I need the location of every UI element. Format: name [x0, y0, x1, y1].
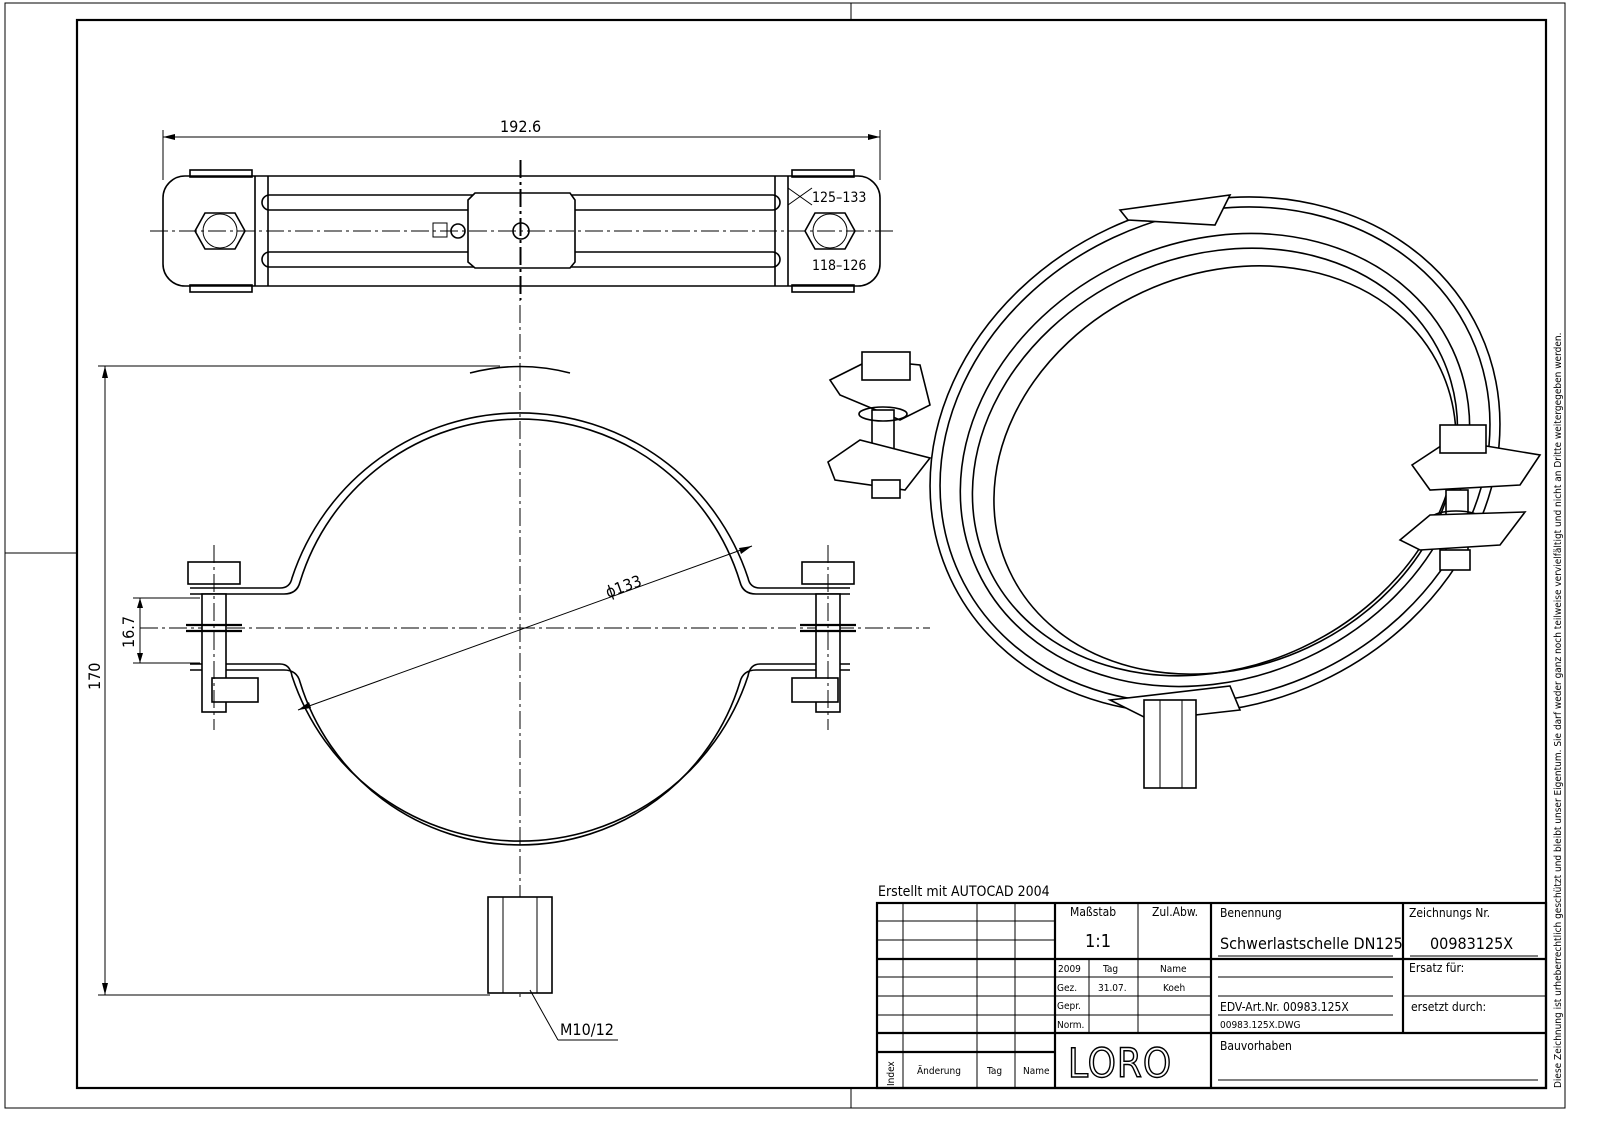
file-name: 00983.125X.DWG: [1220, 1020, 1300, 1031]
clamp-range-min: 118–126: [812, 258, 866, 274]
name-label: Name: [1160, 964, 1187, 975]
iso-bolt-right: [1398, 424, 1542, 571]
dimension-thread: M10/12: [560, 1020, 614, 1039]
isometric-view: [827, 194, 1542, 789]
designation-value: Schwerlastschelle DN125: [1220, 934, 1403, 953]
drawn-date: 31.07.: [1098, 983, 1127, 994]
outer-frame: [4, 2, 1566, 1109]
bolt-right: [791, 545, 856, 730]
lower-band-outer: [190, 663, 850, 842]
drawn-label: Gez.: [1057, 983, 1077, 994]
replaced-by-label: ersetzt durch:: [1411, 1000, 1486, 1014]
front-view: 170 16.7 ϕ133 M10/12: [85, 160, 930, 1041]
article-no: EDV-Art.Nr. 00983.125X: [1220, 1000, 1349, 1014]
created-with: Erstellt mit AUTOCAD 2004: [878, 884, 1050, 900]
rev-index-label: Index: [886, 1061, 897, 1086]
tolerance-label: Zul.Abw.: [1152, 905, 1198, 919]
top-view: 192.6 125–133 118–126: [150, 117, 895, 300]
copyright-notice: Diese Zeichnung ist urheberrechtlich ges…: [1553, 333, 1564, 1088]
dimension-bolt-offset: 16.7: [119, 616, 138, 648]
iso-bolt-left: [827, 351, 932, 499]
upper-band-outer: [190, 412, 850, 589]
drawing-no-value: 00983125X: [1430, 934, 1513, 953]
drawing-border: [75, 18, 1548, 1090]
dimension-diameter: ϕ133: [603, 571, 644, 601]
scale-label: Maßstab: [1070, 905, 1116, 919]
title-block: Maßstab 1:1 Zul.Abw. Benennung Schwerlas…: [875, 901, 1548, 1090]
designation-label: Benennung: [1220, 906, 1282, 920]
clamp-range-max: 125–133: [812, 190, 866, 206]
loro-logo: LORO: [1068, 1041, 1172, 1087]
rev-day-label: Tag: [986, 1066, 1002, 1077]
connection-nut: [487, 896, 553, 994]
drawn-name: Koeh: [1163, 983, 1185, 994]
day-label: Tag: [1102, 964, 1118, 975]
dimension-height: 170: [85, 663, 104, 690]
rev-change-label: Änderung: [917, 1064, 961, 1077]
drawing-no-label: Zeichnungs Nr.: [1409, 906, 1490, 920]
dimension-length: 192.6: [500, 117, 541, 136]
replaces-label: Ersatz für:: [1409, 961, 1464, 975]
bolt-left: [186, 545, 259, 730]
year: 2009: [1058, 964, 1081, 975]
checked-label: Gepr.: [1057, 1001, 1081, 1012]
rev-name-label: Name: [1023, 1066, 1050, 1077]
iso-connection-nut: [1143, 699, 1197, 789]
scale-value: 1:1: [1085, 931, 1111, 952]
project-label: Bauvorhaben: [1220, 1039, 1292, 1053]
norm-label: Norm.: [1057, 1020, 1084, 1031]
